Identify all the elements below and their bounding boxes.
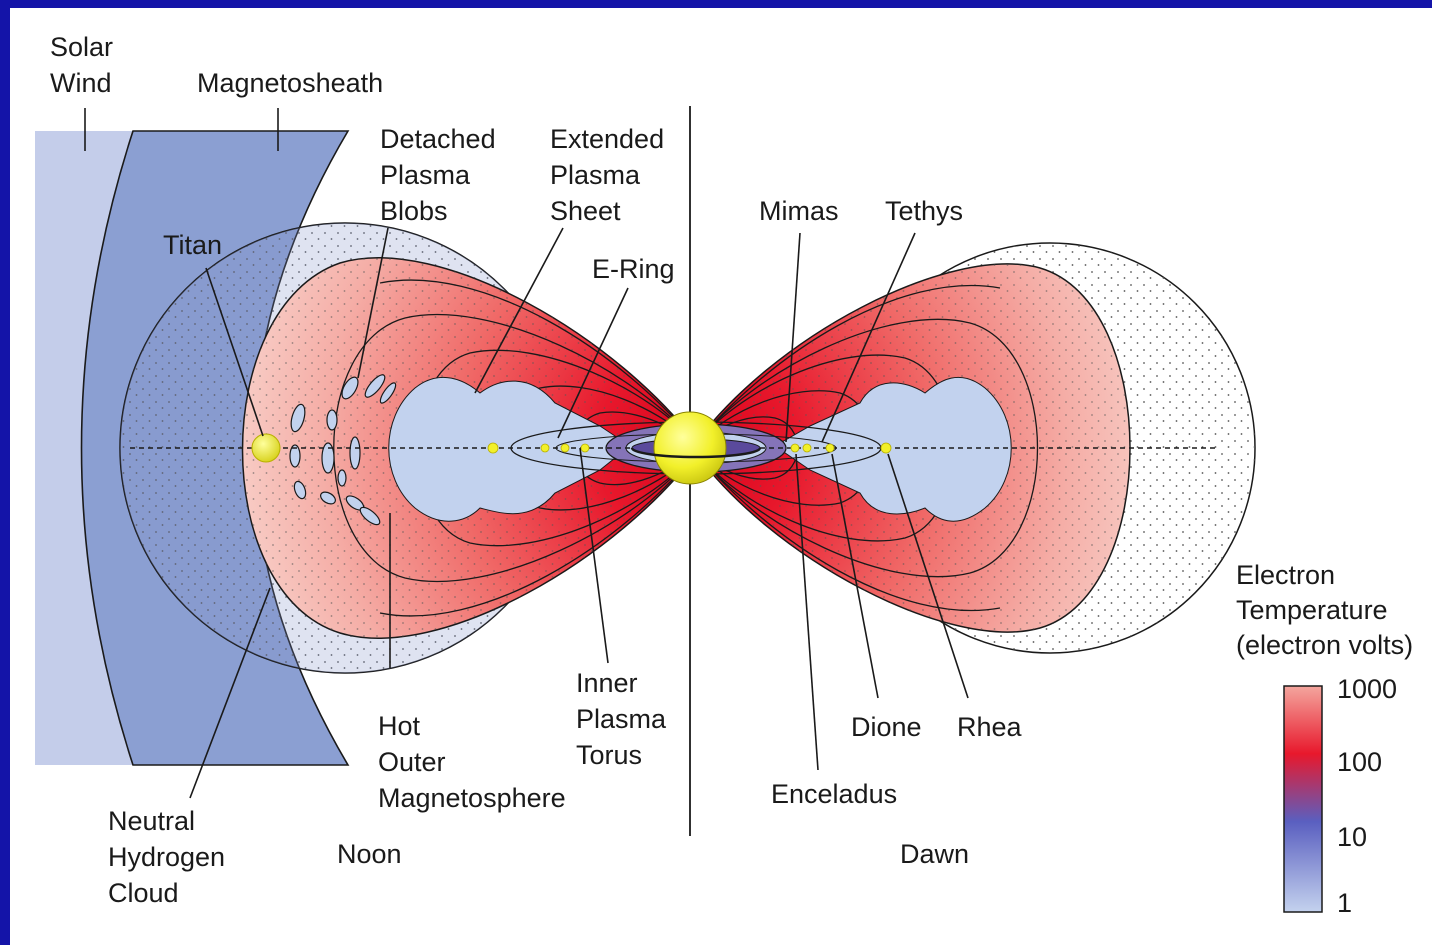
scale-tick-100: 100 — [1337, 747, 1382, 777]
label-rhea: Rhea — [957, 712, 1023, 742]
label-dione: Dione — [851, 712, 922, 742]
label-inner-plasma-torus: Inner Plasma Torus — [576, 668, 674, 770]
label-extended-plasma-sheet: Extended Plasma Sheet — [550, 124, 672, 226]
saturn-magnetosphere-diagram: Solar Wind Magnetosheath Detached Plasma… — [35, 32, 1413, 918]
label-hot-outer-magnetosphere: Hot Outer Magnetosphere — [378, 711, 566, 813]
scale-tick-1000: 1000 — [1337, 674, 1397, 704]
label-noon: Noon — [337, 839, 402, 869]
label-titan: Titan — [163, 230, 222, 260]
scale-color-bar — [1283, 685, 1323, 913]
extended-plasma-sheet-right — [774, 377, 1012, 522]
electron-temperature-scale: Electron Temperature (electron volts) 10… — [1236, 560, 1413, 918]
label-e-ring: E-Ring — [592, 254, 675, 284]
detached-plasma-blobs — [289, 374, 397, 526]
solar-wind-region — [35, 131, 133, 765]
label-leader-lines — [84, 108, 969, 799]
titan-moon — [251, 433, 281, 463]
scale-title: Electron Temperature (electron volts) — [1236, 560, 1413, 660]
label-tethys: Tethys — [885, 196, 963, 226]
label-magnetosheath: Magnetosheath — [197, 68, 383, 98]
label-detached-plasma-blobs: Detached Plasma Blobs — [380, 124, 503, 226]
label-dawn: Dawn — [900, 839, 969, 869]
label-mimas: Mimas — [759, 196, 839, 226]
label-solar-wind: Solar Wind — [50, 32, 121, 98]
scale-tick-10: 10 — [1337, 822, 1367, 852]
scale-tick-1: 1 — [1337, 888, 1352, 918]
labels: Solar Wind Magnetosheath Detached Plasma… — [50, 32, 1023, 908]
saturn-planet — [630, 411, 762, 485]
diagram-canvas: Solar Wind Magnetosheath Detached Plasma… — [10, 8, 1432, 945]
label-neutral-hydrogen-cloud: Neutral Hydrogen Cloud — [108, 806, 233, 908]
moon-markers — [487, 442, 892, 454]
label-enceladus: Enceladus — [771, 779, 897, 809]
